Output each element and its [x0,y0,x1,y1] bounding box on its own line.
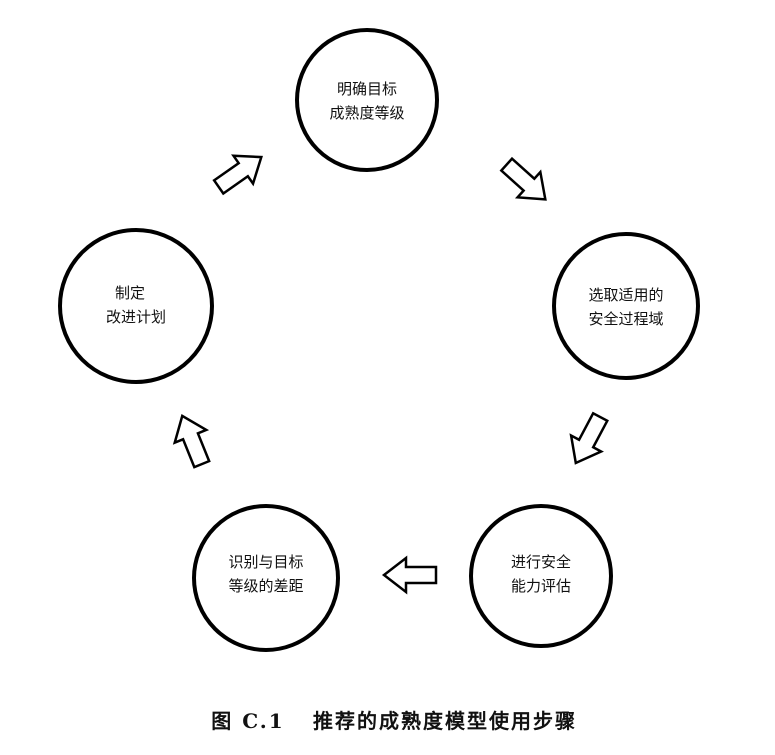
arrow-down-left-icon [559,407,617,473]
figure-number: 图 C.1 [211,709,284,733]
node-identify-gap: 识别与目标 等级的差距 [192,504,340,652]
node-label-line1: 识别与目标 [228,553,303,571]
arrow-down-right-icon [494,150,558,214]
node-label-line2: 成熟度等级 [329,104,404,122]
node-circle [469,504,613,648]
node-label-line2: 等级的差距 [228,577,303,595]
arrow-up-icon [165,408,219,472]
node-label-line2: 能力评估 [511,577,571,595]
node-circle [295,28,439,172]
node-select-process-areas: 选取适用的 安全过程域 [552,232,700,380]
figure-caption: 推荐的成熟度模型使用步骤 [313,709,577,733]
node-label-line1: 制定 [115,284,145,302]
node-capability-assessment: 进行安全 能力评估 [469,504,613,648]
node-label-line1: 选取适用的 [588,286,663,304]
node-label-line2: 安全过程域 [588,310,663,328]
node-circle [58,228,214,384]
node-label-line1: 明确目标 [337,80,397,98]
node-circle [192,504,340,652]
node-label-line2: 改进计划 [106,308,166,326]
arrow-up-right-icon [207,141,273,203]
node-define-target-level: 明确目标 成熟度等级 [295,28,439,172]
node-circle [552,232,700,380]
node-label-line1: 进行安全 [511,553,571,571]
node-improvement-plan: 制定 改进计划 [58,228,214,384]
arrow-left-icon [382,556,438,594]
